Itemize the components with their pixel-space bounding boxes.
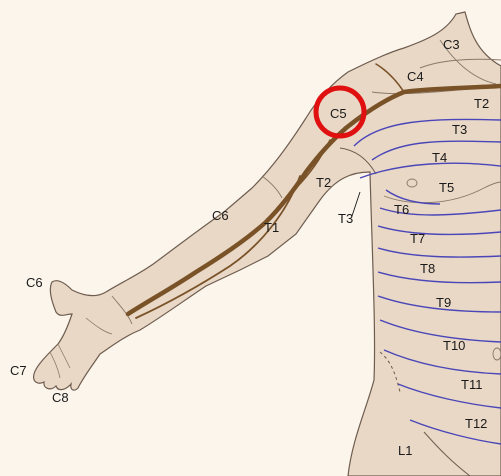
label-c3: C3: [443, 37, 460, 52]
label-c5: C5: [330, 106, 347, 121]
label-c6-arm: C6: [212, 208, 229, 223]
label-t6: T6: [394, 202, 409, 217]
label-l1: L1: [398, 443, 412, 458]
label-t10: T10: [443, 338, 465, 353]
label-t9: T9: [436, 295, 451, 310]
label-t3-axilla: T3: [338, 211, 353, 226]
label-t12: T12: [465, 416, 487, 431]
label-c7: C7: [10, 363, 27, 378]
label-t2-arm: T2: [316, 175, 331, 190]
label-c4: C4: [407, 69, 424, 84]
label-t11: T11: [461, 377, 482, 392]
label-t3-chest: T3: [452, 122, 467, 137]
label-t8: T8: [420, 261, 435, 276]
label-t5: T5: [439, 180, 454, 195]
label-t2-chest: T2: [474, 96, 489, 111]
label-t1-arm: T1: [264, 220, 279, 235]
label-t7: T7: [410, 231, 425, 246]
label-c8: C8: [52, 390, 69, 405]
label-c6-thumb: C6: [26, 275, 43, 290]
label-t4: T4: [432, 150, 447, 165]
